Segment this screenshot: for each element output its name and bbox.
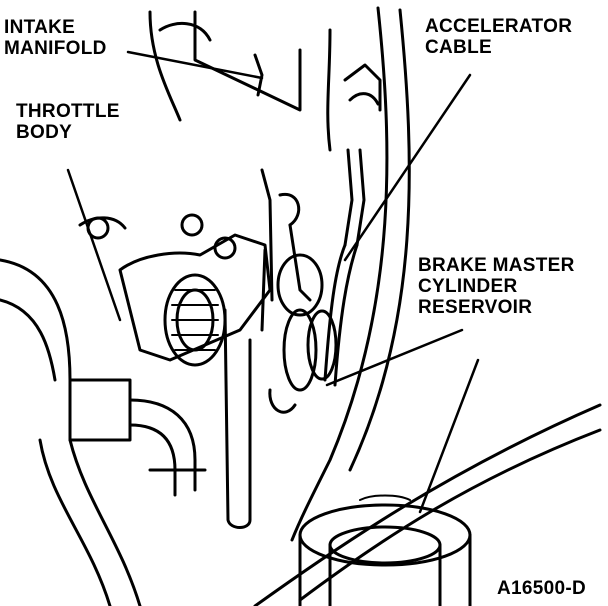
label-line: ACCELERATOR [425,16,573,37]
label-line: CYLINDER [418,276,518,297]
label-accelerator-cable: ACCELERATOR CABLE [425,16,572,58]
label-throttle-body: THROTTLE BODY [16,101,120,143]
intake-manifold-shape [148,10,382,152]
label-intake-manifold: INTAKE MANIFOLD [4,17,107,59]
label-line: INTAKE [4,17,76,38]
accelerator-linkage [260,148,366,414]
label-line: CABLE [425,37,492,58]
label-line: THROTTLE [16,101,120,122]
label-brake-master-cylinder-reservoir: BRAKE MASTER CYLINDER RESERVOIR [418,255,575,318]
label-line: BODY [16,122,73,143]
air-intake-hose [0,258,207,606]
leader-lines [66,50,480,514]
coolant-pipe [223,248,267,529]
label-line: BRAKE MASTER [418,255,575,276]
label-line: RESERVOIR [418,297,533,318]
figure-id: A16500-D [497,578,587,599]
brake-reservoir-shape [298,494,472,606]
label-line: MANIFOLD [4,38,107,59]
